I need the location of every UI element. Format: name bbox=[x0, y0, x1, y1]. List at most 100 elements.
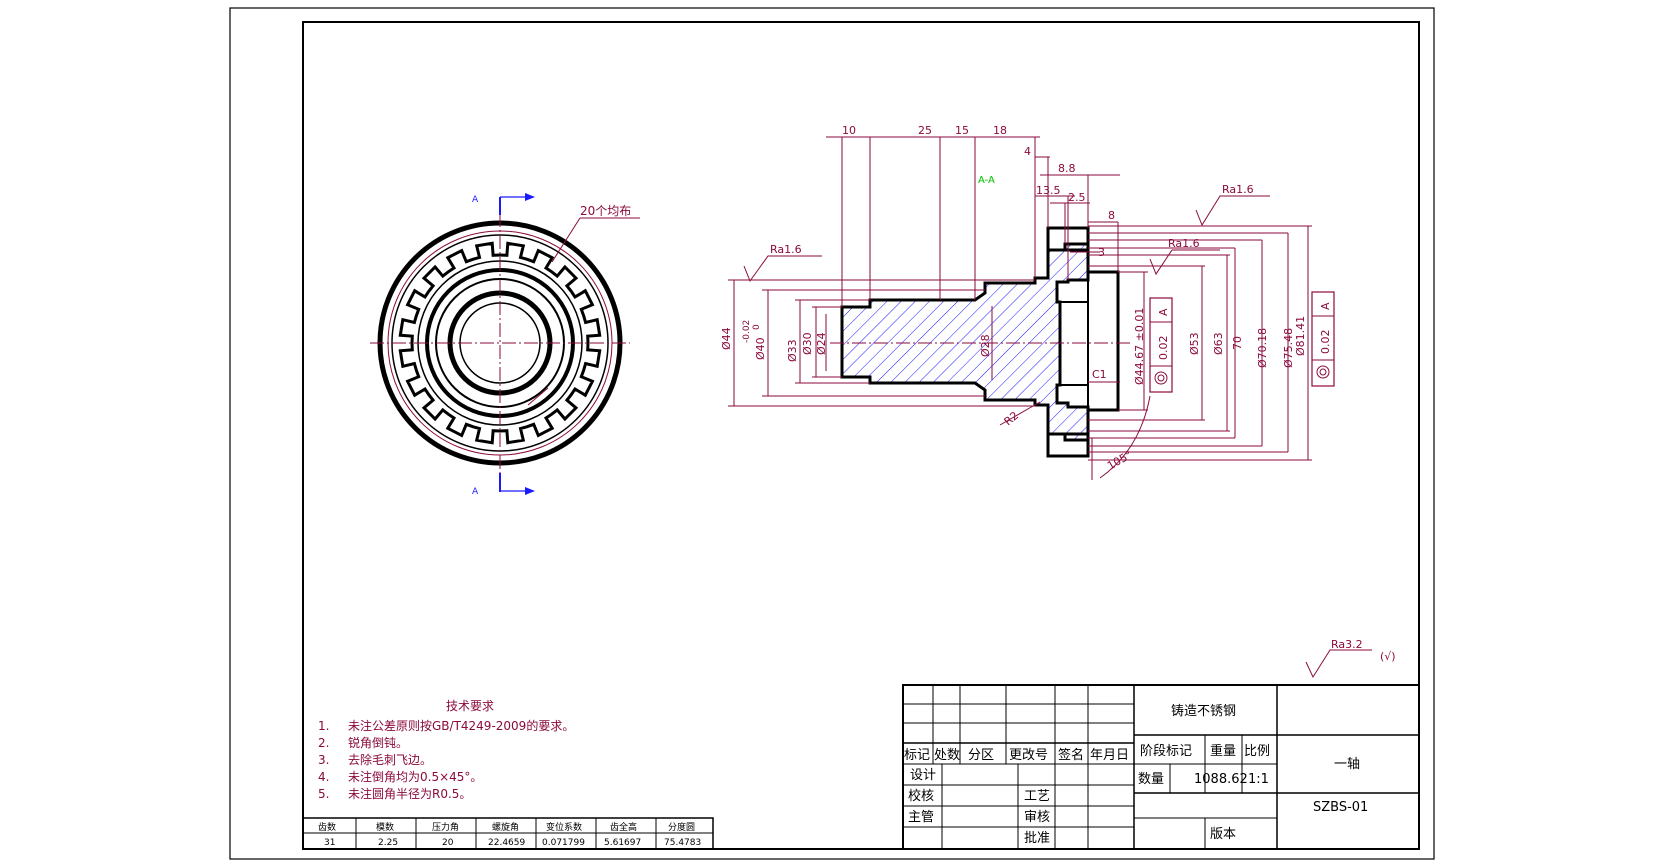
svg-text:20: 20 bbox=[442, 838, 454, 848]
svg-text:设计: 设计 bbox=[910, 768, 936, 783]
shaft-section bbox=[840, 242, 1090, 442]
section-label-a-bottom: A bbox=[472, 487, 479, 497]
svg-text:更改号: 更改号 bbox=[1009, 748, 1048, 763]
inner-border bbox=[302, 21, 1420, 850]
svg-text:数量: 数量 bbox=[1138, 772, 1164, 787]
dim-small-4: 2.5 bbox=[1068, 191, 1086, 204]
section-view: A-A 10 25 15 18 4 8.8 13.5 2.5 8 3 Ø44 bbox=[720, 124, 1335, 480]
dim-top-3: 15 bbox=[955, 124, 969, 137]
svg-text:模数: 模数 bbox=[376, 821, 394, 833]
section-label-a-top: A bbox=[472, 195, 479, 205]
svg-text:标记: 标记 bbox=[904, 748, 930, 763]
svg-text:批准: 批准 bbox=[1024, 831, 1050, 846]
svg-text:0.02: 0.02 bbox=[1157, 336, 1170, 361]
dim-70: 70 bbox=[1231, 336, 1244, 350]
svg-text:22.4659: 22.4659 bbox=[488, 838, 525, 848]
end-view: A A 20个均布 bbox=[370, 193, 640, 497]
gear-teeth-outline bbox=[398, 241, 602, 445]
tech-requirements: 技术要求 1. 未注公差原则按GB/T4249-2009的要求。 2. 锐角倒钝… bbox=[318, 699, 574, 801]
dim-d40: Ø40 bbox=[754, 337, 767, 360]
tech-req-title: 技术要求 bbox=[446, 699, 494, 713]
dim-d70-18: Ø70.18 bbox=[1256, 328, 1269, 368]
dim-small-3: 13.5 bbox=[1036, 184, 1061, 197]
section-title: A-A bbox=[978, 175, 995, 186]
dim-d44-tol-upper: -0.02 bbox=[742, 320, 752, 343]
drawing-number: SZBS-01 bbox=[1313, 800, 1368, 815]
roughness-symbol-3: Ra1.6 bbox=[1149, 237, 1220, 276]
dim-small-6: 3 bbox=[1098, 246, 1105, 259]
dim-d63: Ø63 bbox=[1212, 332, 1225, 355]
svg-text:0.02: 0.02 bbox=[1319, 330, 1332, 355]
dim-d28: Ø28 bbox=[979, 334, 992, 357]
svg-text:阶段标记: 阶段标记 bbox=[1140, 744, 1192, 759]
svg-text:年月日: 年月日 bbox=[1090, 748, 1129, 763]
svg-text:主管: 主管 bbox=[908, 810, 934, 825]
section-arrow-bottom bbox=[499, 473, 535, 495]
dim-d30: Ø30 bbox=[801, 332, 814, 355]
svg-text:比例: 比例 bbox=[1244, 744, 1270, 759]
dim-d44: Ø44 bbox=[720, 327, 733, 350]
svg-text:齿全高: 齿全高 bbox=[610, 821, 637, 833]
svg-text:处数: 处数 bbox=[934, 748, 960, 763]
roughness-symbol-1: Ra1.6 bbox=[743, 243, 822, 283]
svg-text:工艺: 工艺 bbox=[1024, 789, 1050, 804]
dim-d44-tol-lower: 0 bbox=[752, 324, 762, 330]
svg-text:去除毛刺飞边。: 去除毛刺飞边。 bbox=[348, 752, 432, 767]
dim-top-2: 25 bbox=[918, 124, 932, 137]
dim-top-4: 18 bbox=[993, 124, 1007, 137]
tolerance-frame-1: 0.02 A bbox=[1149, 297, 1173, 393]
svg-text:重量: 重量 bbox=[1210, 743, 1236, 759]
svg-text:Ra1.6: Ra1.6 bbox=[770, 243, 802, 256]
dim-small-5: 8 bbox=[1108, 209, 1115, 222]
svg-text:2.25: 2.25 bbox=[378, 838, 398, 848]
svg-text:校核: 校核 bbox=[908, 788, 934, 804]
svg-text:版本: 版本 bbox=[1210, 827, 1236, 842]
dim-top-1: 10 bbox=[842, 124, 856, 137]
svg-text:5.61697: 5.61697 bbox=[604, 838, 641, 848]
svg-text:(√): (√) bbox=[1380, 650, 1396, 663]
svg-text:审核: 审核 bbox=[1024, 810, 1050, 825]
dim-d81-41: Ø81.41 bbox=[1294, 316, 1307, 356]
svg-text:31: 31 bbox=[324, 838, 335, 848]
dim-d44-67: Ø44.67 ±0.01 bbox=[1133, 308, 1146, 385]
svg-text:未注公差原则按GB/T4249-2009的要求。: 未注公差原则按GB/T4249-2009的要求。 bbox=[348, 718, 574, 733]
dim-d75-48: Ø75.48 bbox=[1282, 328, 1295, 368]
svg-text:75.4783: 75.4783 bbox=[664, 838, 701, 848]
global-roughness: Ra3.2 (√) bbox=[1305, 638, 1396, 679]
svg-text:Ra1.6: Ra1.6 bbox=[1222, 183, 1254, 196]
roughness-symbol-2: Ra1.6 bbox=[1195, 183, 1270, 227]
svg-text:压力角: 压力角 bbox=[432, 821, 459, 833]
dim-d53: Ø53 bbox=[1188, 332, 1201, 355]
chamfer-c1: C1 bbox=[1092, 368, 1107, 381]
svg-text:Ra1.6: Ra1.6 bbox=[1168, 237, 1200, 250]
svg-text:1.: 1. bbox=[318, 719, 329, 733]
svg-text:1:1: 1:1 bbox=[1248, 772, 1269, 787]
svg-text:1088.62: 1088.62 bbox=[1194, 772, 1248, 787]
dim-d24: Ø24 bbox=[815, 332, 828, 355]
dim-small-2: 8.8 bbox=[1058, 162, 1076, 175]
svg-text:2.: 2. bbox=[318, 736, 329, 750]
svg-text:分区: 分区 bbox=[968, 748, 994, 763]
svg-text:齿数: 齿数 bbox=[318, 821, 336, 833]
svg-text:锐角倒钝。: 锐角倒钝。 bbox=[348, 736, 408, 750]
svg-text:A: A bbox=[1319, 302, 1332, 310]
svg-text:未注倒角均为0.5×45°。: 未注倒角均为0.5×45°。 bbox=[348, 769, 482, 784]
svg-text:变位系数: 变位系数 bbox=[546, 821, 582, 833]
outer-border bbox=[229, 7, 1435, 860]
gear-table: 齿数 模数 压力角 螺旋角 变位系数 齿全高 分度圆 31 2.25 20 22… bbox=[302, 817, 714, 850]
svg-text:4.: 4. bbox=[318, 770, 329, 784]
svg-text:3.: 3. bbox=[318, 753, 329, 767]
section-arrow-top bbox=[499, 193, 535, 215]
part-name: 一轴 bbox=[1334, 757, 1360, 772]
svg-text:未注圆角半径为R0.5。: 未注圆角半径为R0.5。 bbox=[348, 786, 471, 801]
dim-d33: Ø33 bbox=[786, 339, 799, 362]
svg-text:分度圆: 分度圆 bbox=[668, 821, 695, 833]
dim-small-1: 4 bbox=[1024, 145, 1031, 158]
svg-text:A: A bbox=[1157, 308, 1170, 316]
material: 铸造不锈钢 bbox=[1171, 703, 1236, 719]
title-block: 标记 处数 分区 更改号 签名 年月日 设计 校核 主管 工艺 审核 批准 铸造… bbox=[902, 684, 1420, 850]
teeth-note: 20个均布 bbox=[580, 204, 631, 218]
svg-text:螺旋角: 螺旋角 bbox=[492, 821, 519, 833]
svg-text:Ra3.2: Ra3.2 bbox=[1331, 638, 1363, 651]
